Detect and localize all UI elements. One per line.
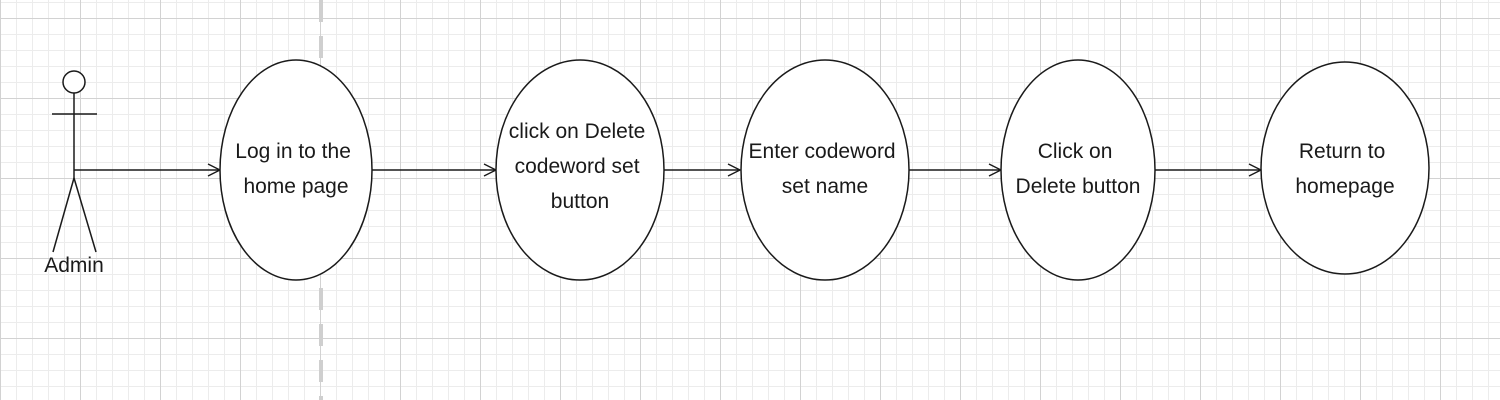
use-case-ellipse bbox=[495, 59, 665, 281]
use-case-label: click on Delete codeword set button bbox=[509, 120, 651, 213]
actor-label: Admin bbox=[44, 254, 104, 277]
use-case-label: Enter codeword set name bbox=[749, 140, 902, 198]
use-case-label: Click on Delete button bbox=[1016, 140, 1141, 198]
use-case-enter-codeword-set-name[interactable]: Enter codeword set name bbox=[740, 59, 910, 281]
use-case-ellipse bbox=[219, 59, 373, 281]
actor-right-leg bbox=[73, 177, 97, 253]
use-case-label: Return to homepage bbox=[1295, 140, 1394, 198]
actor-admin[interactable]: Admin bbox=[44, 70, 104, 277]
use-case-ellipse bbox=[1260, 61, 1430, 275]
actor-left-leg bbox=[52, 177, 75, 253]
use-case-ellipse bbox=[1000, 59, 1156, 281]
use-case-ellipse bbox=[740, 59, 910, 281]
actor-head bbox=[62, 70, 86, 94]
use-case-log-in[interactable]: Log in to the home page bbox=[219, 59, 373, 281]
use-case-return-to-homepage[interactable]: Return to homepage bbox=[1260, 61, 1430, 275]
use-case-label: Log in to the home page bbox=[235, 140, 356, 198]
use-case-click-delete-button[interactable]: Click on Delete button bbox=[1000, 59, 1156, 281]
use-case-click-delete-codeword-set[interactable]: click on Delete codeword set button bbox=[495, 59, 665, 281]
